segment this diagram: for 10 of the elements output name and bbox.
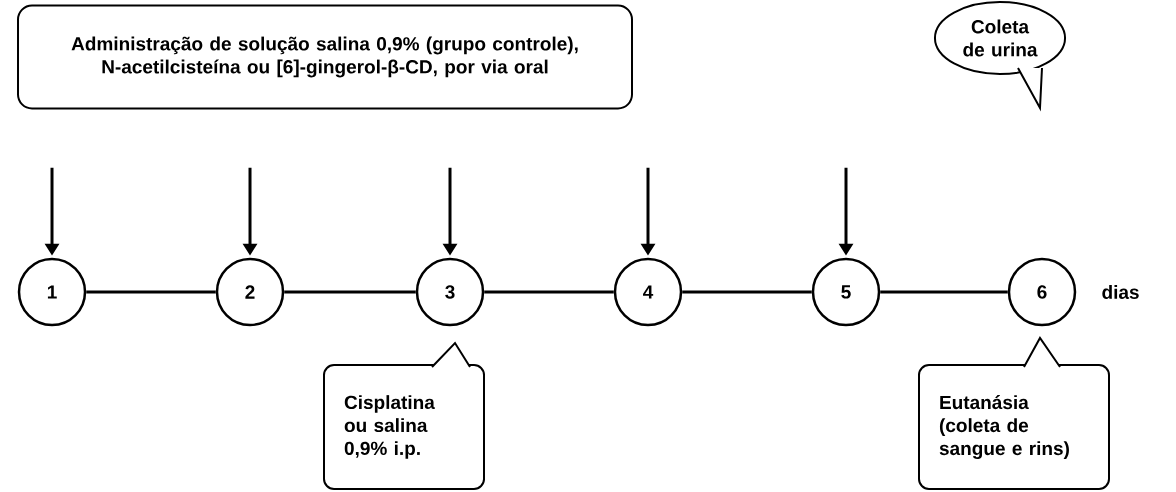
timeline-line <box>86 290 216 294</box>
speech-bubble: Eutanásia (coleta de sangue e rins) <box>918 336 1110 490</box>
timeline-line <box>880 290 1008 294</box>
speech-bubble: Cisplatina ou salina 0,9% i.p. <box>323 341 485 490</box>
timeline-line <box>284 290 416 294</box>
speech-bubble: Coleta de urina <box>933 1 1067 112</box>
instruction-box: Administração de solução salina 0,9% (grupo controle), N-acetilcisteína ou [6]-gingerol-β-CD, por via oral <box>17 4 633 110</box>
timeline-line <box>682 290 812 294</box>
timeline-line <box>484 290 614 294</box>
axis-label: dias <box>1102 285 1139 299</box>
